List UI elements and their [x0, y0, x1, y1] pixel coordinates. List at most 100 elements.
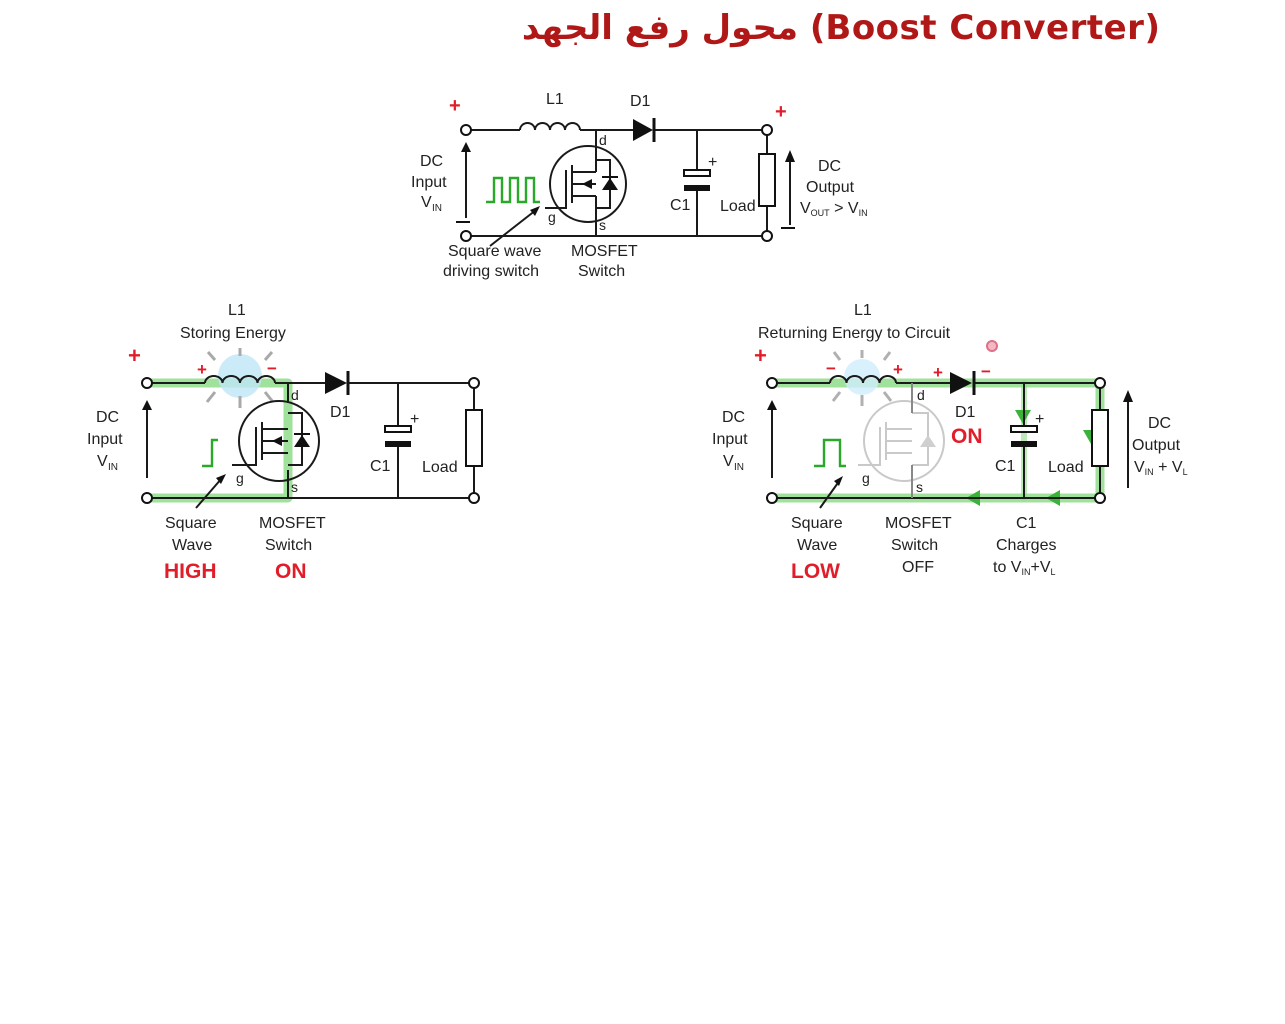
label-load: Load	[422, 459, 458, 476]
plus-sign: +	[754, 343, 767, 368]
plus-sign: +	[449, 95, 461, 117]
label-dc: DC	[722, 409, 745, 426]
label-on: ON	[275, 560, 307, 583]
mosfet-switch-off	[858, 383, 945, 498]
label-load: Load	[720, 198, 756, 215]
current-direction-arrows	[966, 410, 1099, 506]
label-in-sub: IN	[734, 462, 744, 473]
diode-d1	[325, 371, 350, 395]
diode-plus: +	[933, 363, 943, 382]
label-wave: Wave	[172, 537, 212, 554]
label-output: Output	[806, 179, 855, 196]
label-charges: Charges	[996, 537, 1056, 554]
arrow-icon	[1123, 390, 1133, 402]
capacitor-c1	[384, 425, 412, 447]
terminal	[460, 230, 472, 242]
pointer-arrow-icon	[819, 479, 841, 509]
pin-s: s	[916, 479, 923, 495]
label-storing-energy: Storing Energy	[180, 325, 286, 342]
square-wave-icon	[486, 176, 540, 204]
inductor-plus: +	[893, 360, 903, 379]
arrow-icon	[142, 400, 152, 410]
terminal	[766, 377, 778, 389]
terminal	[141, 492, 153, 504]
label-c1-bottom: C1	[1016, 515, 1037, 532]
label-dc: DC	[96, 409, 119, 426]
label-vout: VOUT > VIN	[800, 200, 868, 218]
arrow-icon	[767, 400, 777, 410]
terminal	[1094, 377, 1106, 389]
arrow-icon	[785, 150, 795, 162]
label-d1: D1	[630, 93, 651, 110]
label-switch: Switch	[891, 537, 938, 554]
inductor-l1	[204, 375, 276, 384]
arrow-icon	[461, 142, 471, 152]
capacitor-c1	[1010, 425, 1038, 447]
mosfet-switch	[232, 400, 320, 482]
label-in-sub: IN	[108, 462, 118, 473]
capacitor-c1	[683, 169, 711, 191]
label-returning-energy: Returning Energy to Circuit	[758, 325, 951, 342]
load-resistor	[1091, 409, 1109, 467]
label-mosfet: MOSFET	[885, 515, 952, 532]
slide-title: محول رفع الجهد (Boost Converter)	[521, 8, 1160, 48]
plus-sign: +	[128, 343, 141, 368]
label-mosfet: MOSFET	[571, 243, 638, 260]
current-path	[767, 378, 1105, 503]
inductor-minus: −	[826, 359, 836, 378]
rays-icon	[831, 350, 893, 406]
diode-d1	[950, 371, 976, 395]
mosfet-switch	[545, 145, 627, 223]
cursor-dot-icon	[986, 340, 998, 352]
plus-sign: +	[775, 101, 787, 123]
label-v: V	[723, 453, 734, 470]
left-circuit: L1 Storing Energy + + − d D1 DC Input V …	[87, 302, 483, 583]
label-mosfet: MOSFET	[259, 515, 326, 532]
terminal	[761, 230, 773, 242]
pin-d: d	[291, 387, 299, 403]
pin-s: s	[599, 217, 606, 233]
label-off: OFF	[902, 559, 934, 576]
terminal	[761, 124, 773, 136]
terminal	[460, 124, 472, 136]
label-dc-out: DC	[1148, 415, 1171, 432]
terminal	[468, 492, 480, 504]
terminal	[141, 377, 153, 389]
label-c1: C1	[370, 458, 391, 475]
label-input: Input	[87, 431, 123, 448]
label-driving-switch: driving switch	[443, 263, 539, 280]
label-c1: C1	[995, 458, 1016, 475]
label-input: Input	[712, 431, 748, 448]
label-l1: L1	[546, 91, 564, 108]
cap-plus: +	[708, 154, 717, 171]
right-circuit: L1 Returning Energy to Circuit + − + + −…	[712, 302, 1188, 583]
label-square: Square	[165, 515, 217, 532]
terminal	[766, 492, 778, 504]
label-on: ON	[951, 425, 983, 448]
label-in-sub: IN	[432, 203, 442, 214]
label-input: Input	[411, 174, 447, 191]
terminal	[468, 377, 480, 389]
label-d1: D1	[330, 404, 351, 421]
pin-g: g	[548, 209, 556, 225]
square-wave-icon	[202, 438, 218, 468]
label-low: LOW	[791, 560, 840, 583]
pin-g: g	[862, 470, 870, 486]
label-wave: Wave	[797, 537, 837, 554]
terminal	[1094, 492, 1106, 504]
pin-d: d	[599, 132, 607, 148]
label-c1: C1	[670, 197, 691, 214]
label-l1: L1	[228, 302, 246, 319]
pin-g: g	[236, 470, 244, 486]
inductor-plus: +	[197, 360, 207, 379]
inductor-minus: −	[267, 359, 277, 378]
label-square-wave: Square wave	[448, 243, 541, 260]
load-resistor	[758, 153, 776, 207]
pin-s: s	[291, 479, 298, 495]
square-wave-icon	[814, 438, 846, 468]
pointer-arrow-icon	[195, 477, 223, 509]
inductor-l1	[519, 122, 581, 131]
label-dc: DC	[420, 153, 443, 170]
